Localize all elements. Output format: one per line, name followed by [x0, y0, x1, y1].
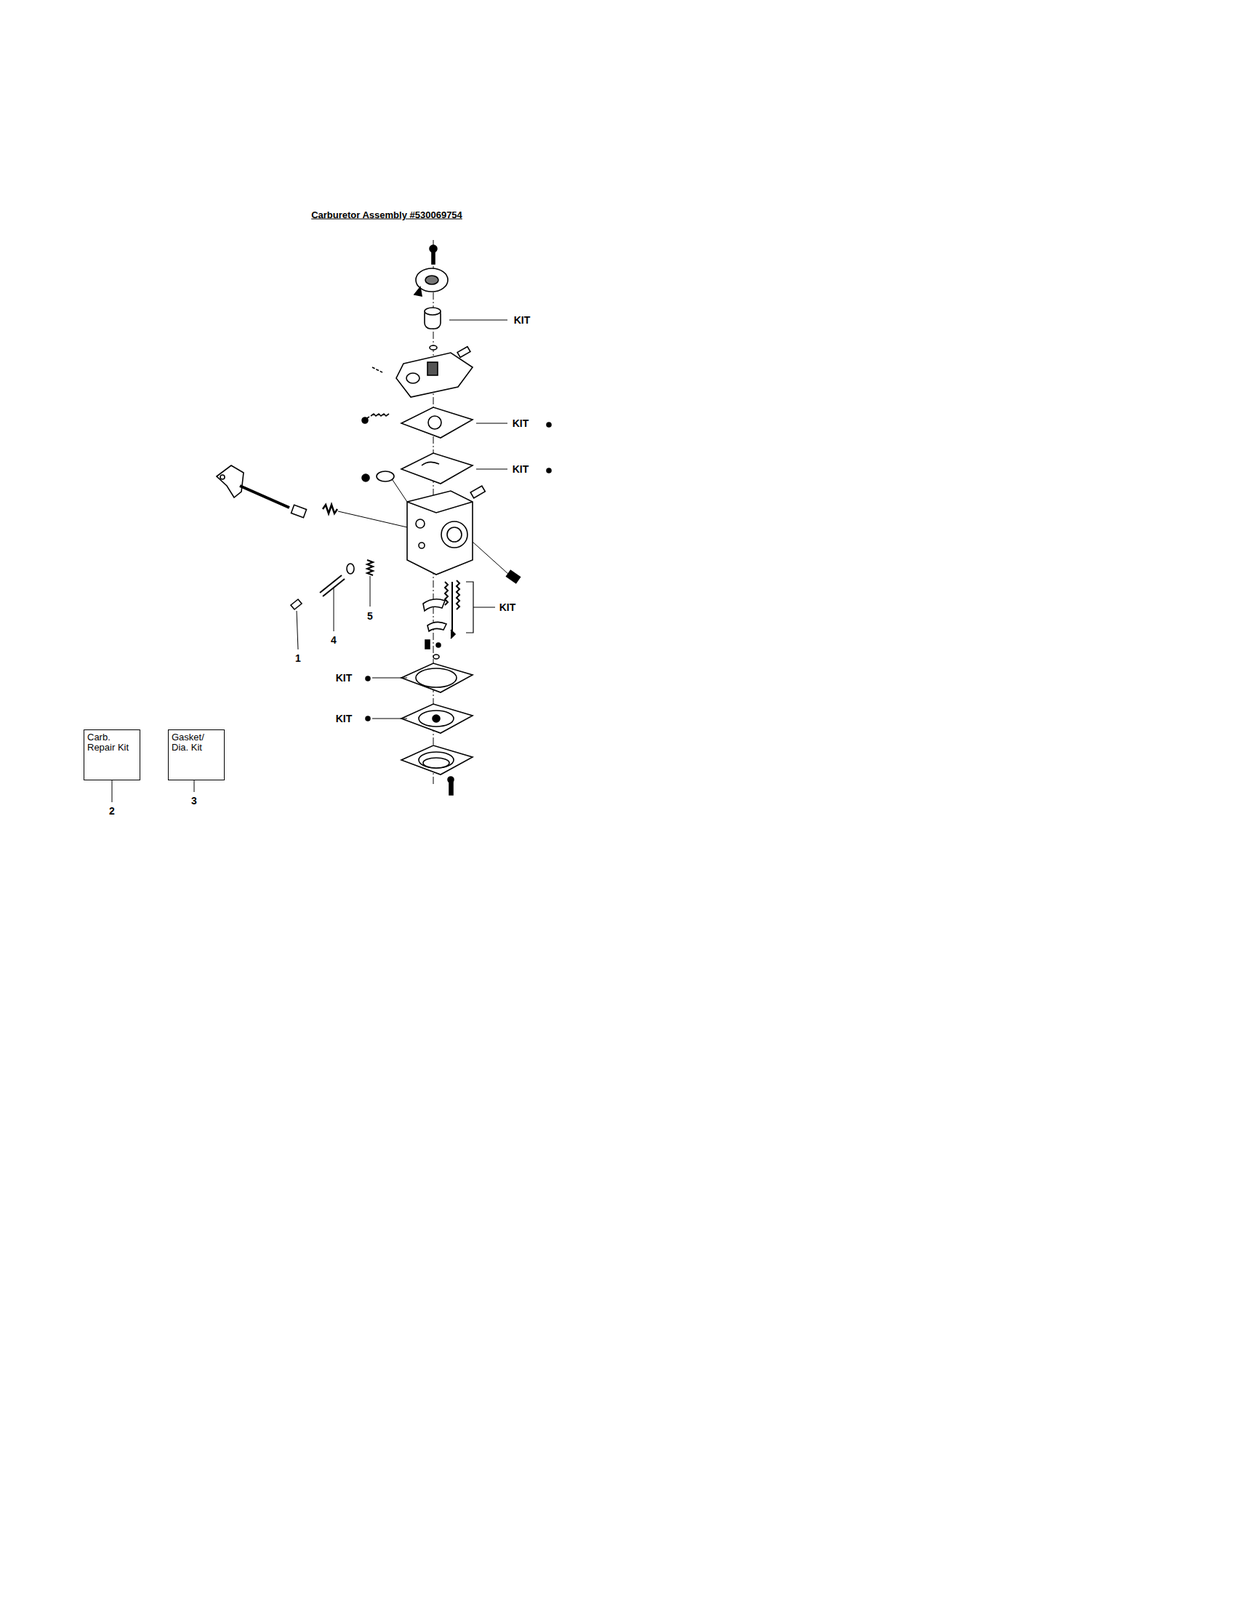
gasket [401, 663, 473, 693]
callout-number: 5 [367, 609, 373, 622]
ring [429, 345, 437, 350]
axis-line [392, 479, 408, 502]
spring [444, 581, 448, 605]
lever-hole [220, 474, 225, 480]
filter-screen [424, 308, 441, 329]
cover [401, 745, 473, 775]
axis-line [472, 541, 509, 575]
screw [425, 639, 430, 649]
plug-screw [506, 569, 521, 583]
callout-number: 4 [330, 633, 337, 646]
pump-body [396, 352, 473, 397]
screw [429, 245, 437, 253]
kit-label: KIT [335, 671, 353, 684]
screw [431, 252, 435, 264]
needle [436, 642, 441, 648]
callout-number: 3 [191, 794, 198, 807]
gasket-hole [415, 668, 457, 688]
leader-line [476, 423, 508, 424]
screw [362, 474, 370, 482]
spring [322, 504, 338, 514]
kit-dot [546, 422, 552, 427]
port [418, 542, 425, 549]
diaphragm-disc [418, 710, 454, 727]
plate [427, 621, 447, 632]
bracket [466, 581, 496, 633]
ring [433, 654, 440, 659]
body-edge [407, 501, 473, 513]
kit-label: KIT [512, 463, 530, 475]
diaphragm [401, 703, 473, 733]
adjust-needle [319, 575, 345, 597]
cover-hole [425, 275, 439, 285]
axis-line [338, 511, 408, 528]
leader-line [111, 780, 113, 802]
kit-label: KIT [512, 417, 530, 429]
kit-label: KIT [335, 712, 353, 725]
diaphragm-detail [421, 461, 440, 466]
kit-name: Gasket/ Dia. Kit [168, 729, 220, 755]
tab [414, 287, 422, 296]
kit-name: Carb. Repair Kit [84, 729, 136, 755]
kit-dot [546, 468, 552, 473]
leader-lines [111, 319, 508, 802]
leader-line [333, 587, 335, 632]
gasket [401, 407, 473, 438]
bore [447, 527, 462, 542]
pin [372, 367, 383, 373]
throttle-lever [216, 465, 244, 498]
diaphragm [401, 452, 473, 484]
pin [457, 346, 471, 358]
metering-lever [423, 599, 445, 611]
bore [441, 521, 468, 548]
spring [367, 559, 373, 576]
limiter-cap [290, 599, 302, 610]
kit-dot [365, 676, 371, 681]
throttle-shaft [239, 485, 290, 508]
disc [376, 471, 395, 482]
diaphragm-rivet [432, 714, 440, 722]
kit-box: Gasket/ Dia. Kit [167, 729, 225, 781]
inlet-needle [450, 629, 456, 639]
washer [346, 563, 355, 574]
callout-number: 2 [109, 804, 115, 817]
pump-port [406, 372, 420, 384]
pin [451, 581, 453, 633]
port [415, 519, 425, 528]
leader-line [449, 319, 508, 321]
filter-top [424, 307, 441, 315]
cover-recess [418, 751, 454, 768]
exploded-view [111, 239, 552, 802]
leader-line [372, 718, 408, 720]
pump-boss [427, 362, 438, 376]
diagram-title: Carburetor Assembly #530069754 [311, 209, 463, 221]
callout-number: 1 [295, 652, 301, 664]
cover-recess [423, 757, 450, 768]
leader-line [372, 677, 408, 679]
spring [456, 580, 460, 610]
leader-line [194, 780, 195, 792]
kit-dot [365, 716, 371, 721]
kit-label: KIT [499, 601, 517, 613]
kit-label: KIT [513, 314, 531, 326]
leader-line [370, 575, 371, 607]
leader-line [296, 610, 299, 650]
screw [449, 781, 453, 795]
kit-box: Carb. Repair Kit [83, 729, 141, 781]
bushing [290, 504, 307, 517]
gasket-hole [428, 415, 442, 429]
leader-line [476, 468, 508, 470]
screw [362, 417, 368, 424]
carburetor-body [407, 490, 473, 575]
pin [470, 485, 485, 498]
